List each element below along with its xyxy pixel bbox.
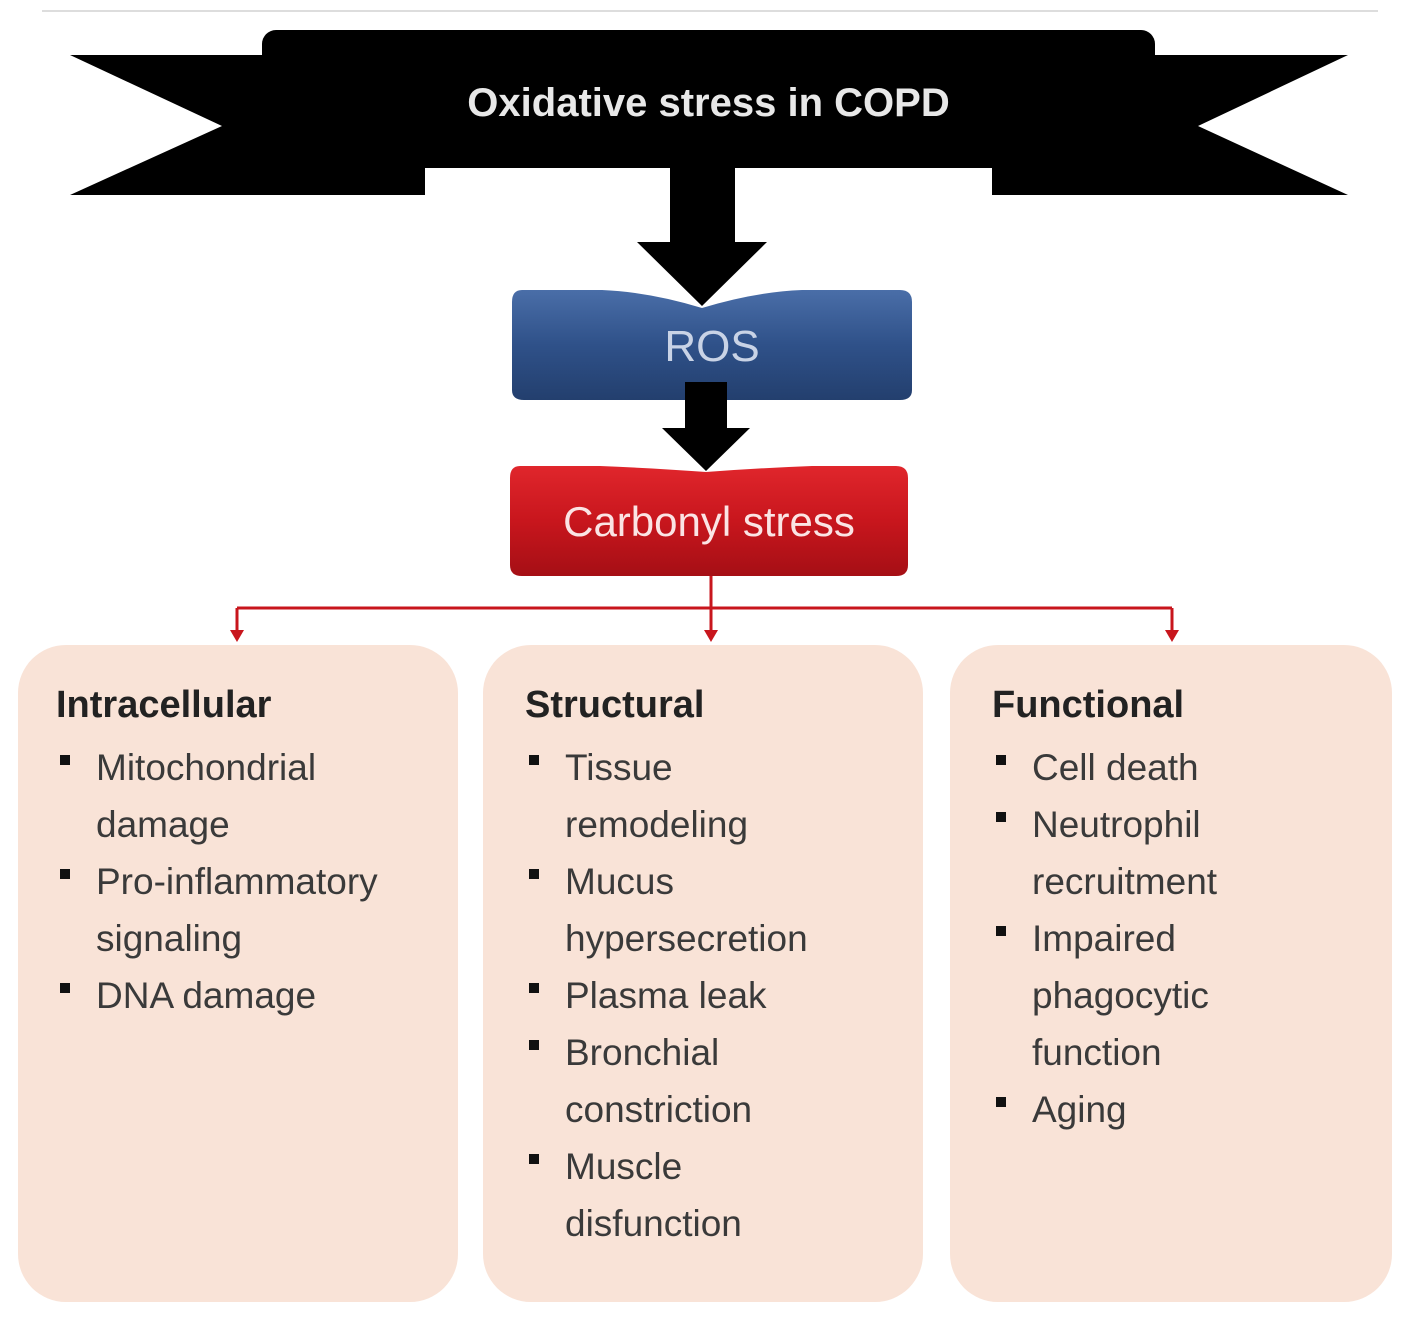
arrow-banner-to-ros bbox=[637, 160, 767, 306]
category-list: Cell death Neutrophil recruitment Impair… bbox=[992, 739, 1392, 1138]
connector-lines bbox=[235, 576, 1174, 632]
banner-body bbox=[262, 30, 1155, 168]
list-item: Mucus hypersecretion bbox=[525, 853, 865, 967]
connector-right-arrowhead bbox=[1165, 630, 1179, 642]
ros-box bbox=[512, 290, 912, 400]
list-item: Bronchial constriction bbox=[525, 1024, 825, 1138]
list-item: Mitochondrial damage bbox=[56, 739, 336, 853]
title-banner bbox=[70, 30, 1348, 195]
category-heading: Intracellular bbox=[56, 684, 272, 726]
category-heading: Functional bbox=[992, 684, 1185, 726]
list-item: Muscle disfunction bbox=[525, 1138, 825, 1252]
carbonyl-label: Carbonyl stress bbox=[563, 498, 855, 545]
category-intracellular: Intracellular Mitochondrial damage Pro-i… bbox=[18, 645, 458, 1302]
list-item: DNA damage bbox=[56, 967, 436, 1024]
list-item: Cell death bbox=[992, 739, 1372, 796]
category-functional: Functional Cell death Neutrophil recruit… bbox=[950, 645, 1392, 1302]
category-heading: Structural bbox=[525, 684, 705, 726]
category-list: Mitochondrial damage Pro-inflammatory si… bbox=[56, 739, 458, 1024]
list-item: Neutrophil recruitment bbox=[992, 796, 1312, 910]
carbonyl-box bbox=[510, 466, 908, 576]
list-item: Tissue remodeling bbox=[525, 739, 795, 853]
list-item: Aging bbox=[992, 1081, 1332, 1138]
connector-left-arrowhead bbox=[230, 630, 244, 642]
category-structural: Structural Tissue remodeling Mucus hyper… bbox=[483, 645, 923, 1302]
banner-title: Oxidative stress in COPD bbox=[467, 81, 950, 125]
category-list: Tissue remodeling Mucus hypersecretion P… bbox=[525, 739, 923, 1252]
list-item: Impaired phagocytic function bbox=[992, 910, 1282, 1081]
list-item: Plasma leak bbox=[525, 967, 905, 1024]
ros-label: ROS bbox=[664, 322, 760, 371]
list-item: Pro-inflammatory signaling bbox=[56, 853, 416, 967]
arrow-ros-to-carbonyl bbox=[662, 382, 750, 471]
connector-middle-arrowhead bbox=[704, 630, 718, 642]
